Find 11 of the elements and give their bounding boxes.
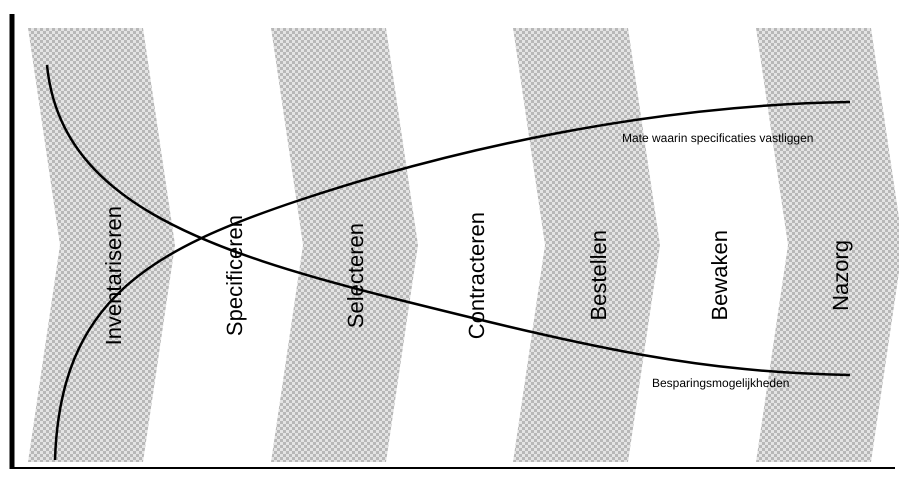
stage-label: Bewaken — [707, 230, 733, 320]
stage-label: Selecteren — [343, 222, 370, 328]
stage-label: Nazorg — [828, 240, 854, 310]
curve-label: Besparingsmogelijkheden — [652, 376, 790, 390]
curve-label: Mate waarin specificaties vastliggen — [622, 131, 814, 145]
stage-label: Bestellen — [586, 230, 612, 320]
process-chevron — [270, 28, 418, 462]
stage-label: Specificeren — [222, 214, 248, 336]
process-chevron — [28, 28, 175, 462]
stage-label: Contracteren — [464, 212, 490, 339]
stage-label: Inventariseren — [100, 206, 126, 345]
